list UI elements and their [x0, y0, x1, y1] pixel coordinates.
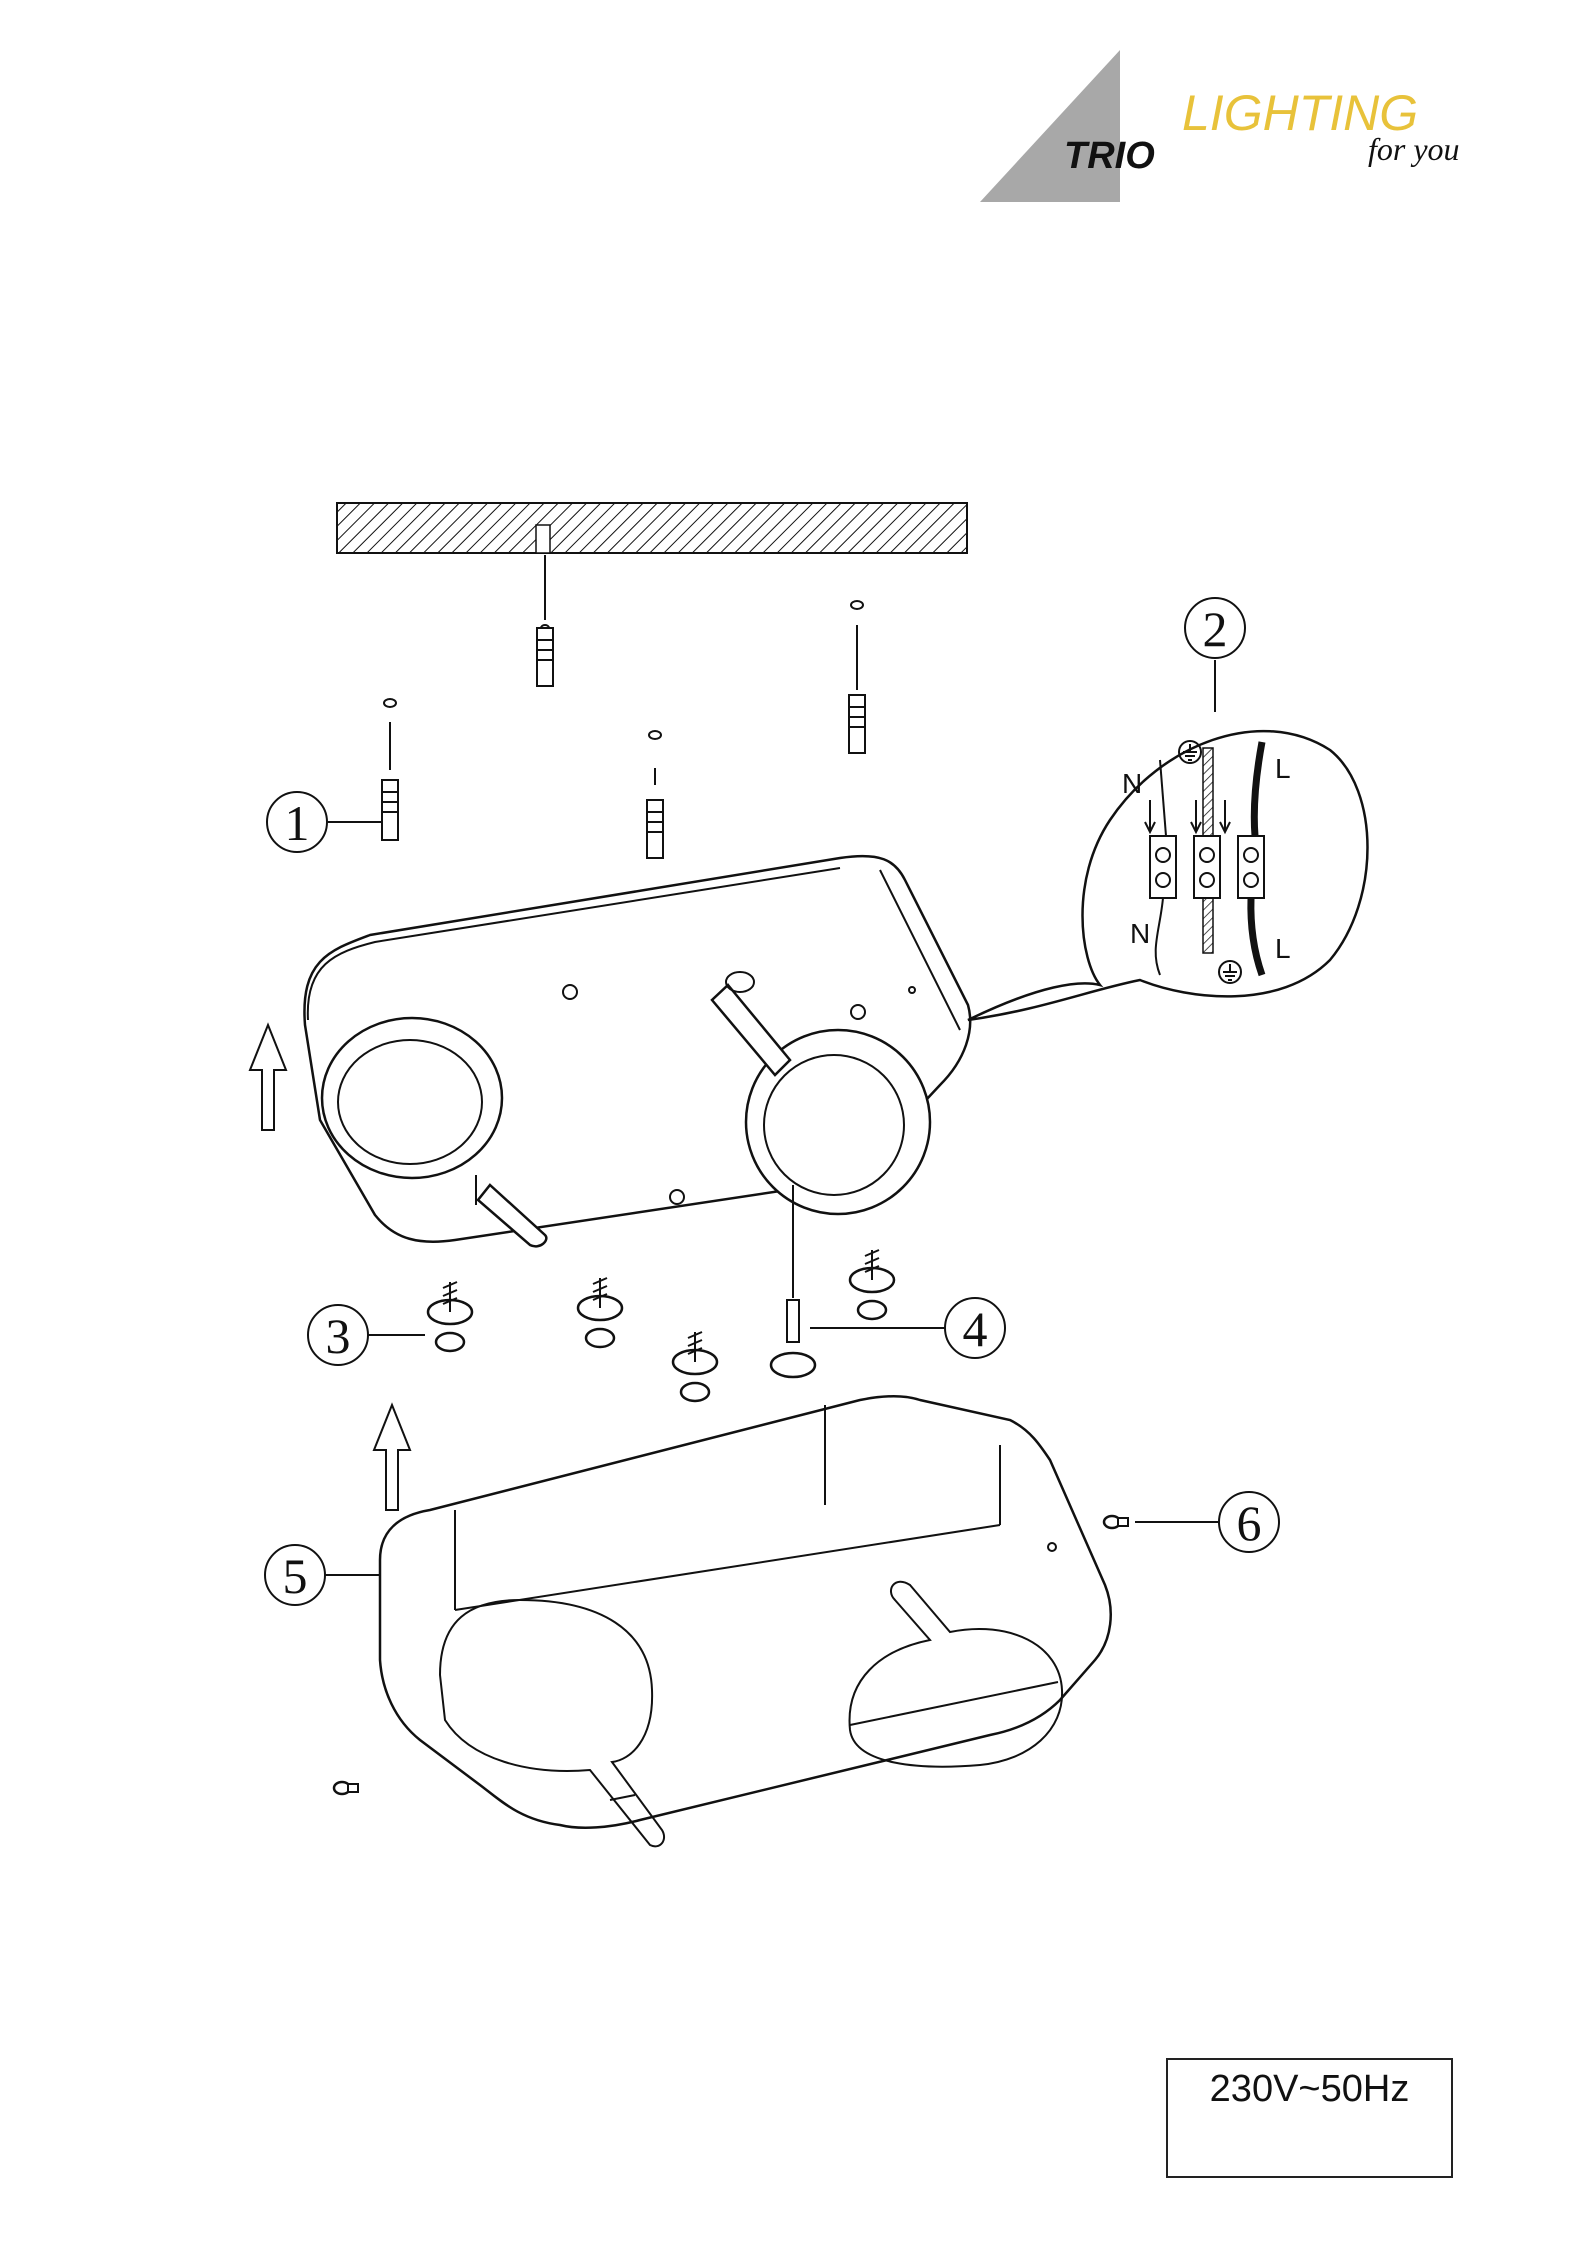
logo-triangle	[980, 50, 1120, 202]
small-screw	[334, 1782, 358, 1794]
wire-label-l-bottom: L	[1275, 933, 1291, 964]
callout-5: 5	[265, 1545, 380, 1605]
wire-label-n-top: N	[1122, 768, 1142, 799]
fixture-body	[304, 856, 970, 1246]
logo-brand-name: TRIO	[1064, 135, 1155, 177]
up-arrow-icon	[250, 1025, 286, 1130]
svg-text:2: 2	[1203, 601, 1228, 657]
wire-label-l-top: L	[1275, 753, 1291, 784]
wall-plug	[537, 625, 553, 686]
wall-plug	[382, 699, 398, 840]
voltage-box: 230V~50Hz	[1166, 2058, 1453, 2178]
svg-text:1: 1	[285, 795, 310, 851]
screw	[428, 1282, 472, 1351]
screw	[850, 1250, 894, 1319]
small-screw	[1104, 1516, 1128, 1528]
svg-text:6: 6	[1237, 1495, 1262, 1551]
svg-text:4: 4	[963, 1301, 988, 1357]
voltage-label: 230V~50Hz	[1168, 2068, 1451, 2111]
ceiling	[337, 503, 967, 620]
pin-and-nut	[771, 1185, 815, 1377]
callout-2: 2	[1185, 598, 1245, 712]
callout-3: 3	[308, 1305, 425, 1365]
wiring-detail: N L N L	[968, 731, 1368, 1020]
svg-text:5: 5	[283, 1548, 308, 1604]
callout-6: 6	[1135, 1492, 1279, 1552]
callout-4: 4	[810, 1298, 1005, 1358]
wall-plug	[647, 731, 663, 858]
cover-plate	[380, 1396, 1111, 1846]
screw	[673, 1332, 717, 1401]
logo-subtagline: for you	[1368, 131, 1460, 167]
brand-logo: TRIO LIGHTING for you	[980, 50, 1460, 202]
screw	[578, 1278, 622, 1347]
up-arrow-icon	[374, 1405, 410, 1510]
callout-1: 1	[267, 792, 382, 852]
wall-plug	[849, 601, 865, 753]
svg-text:3: 3	[326, 1308, 351, 1364]
wire-label-n-bottom: N	[1130, 918, 1150, 949]
